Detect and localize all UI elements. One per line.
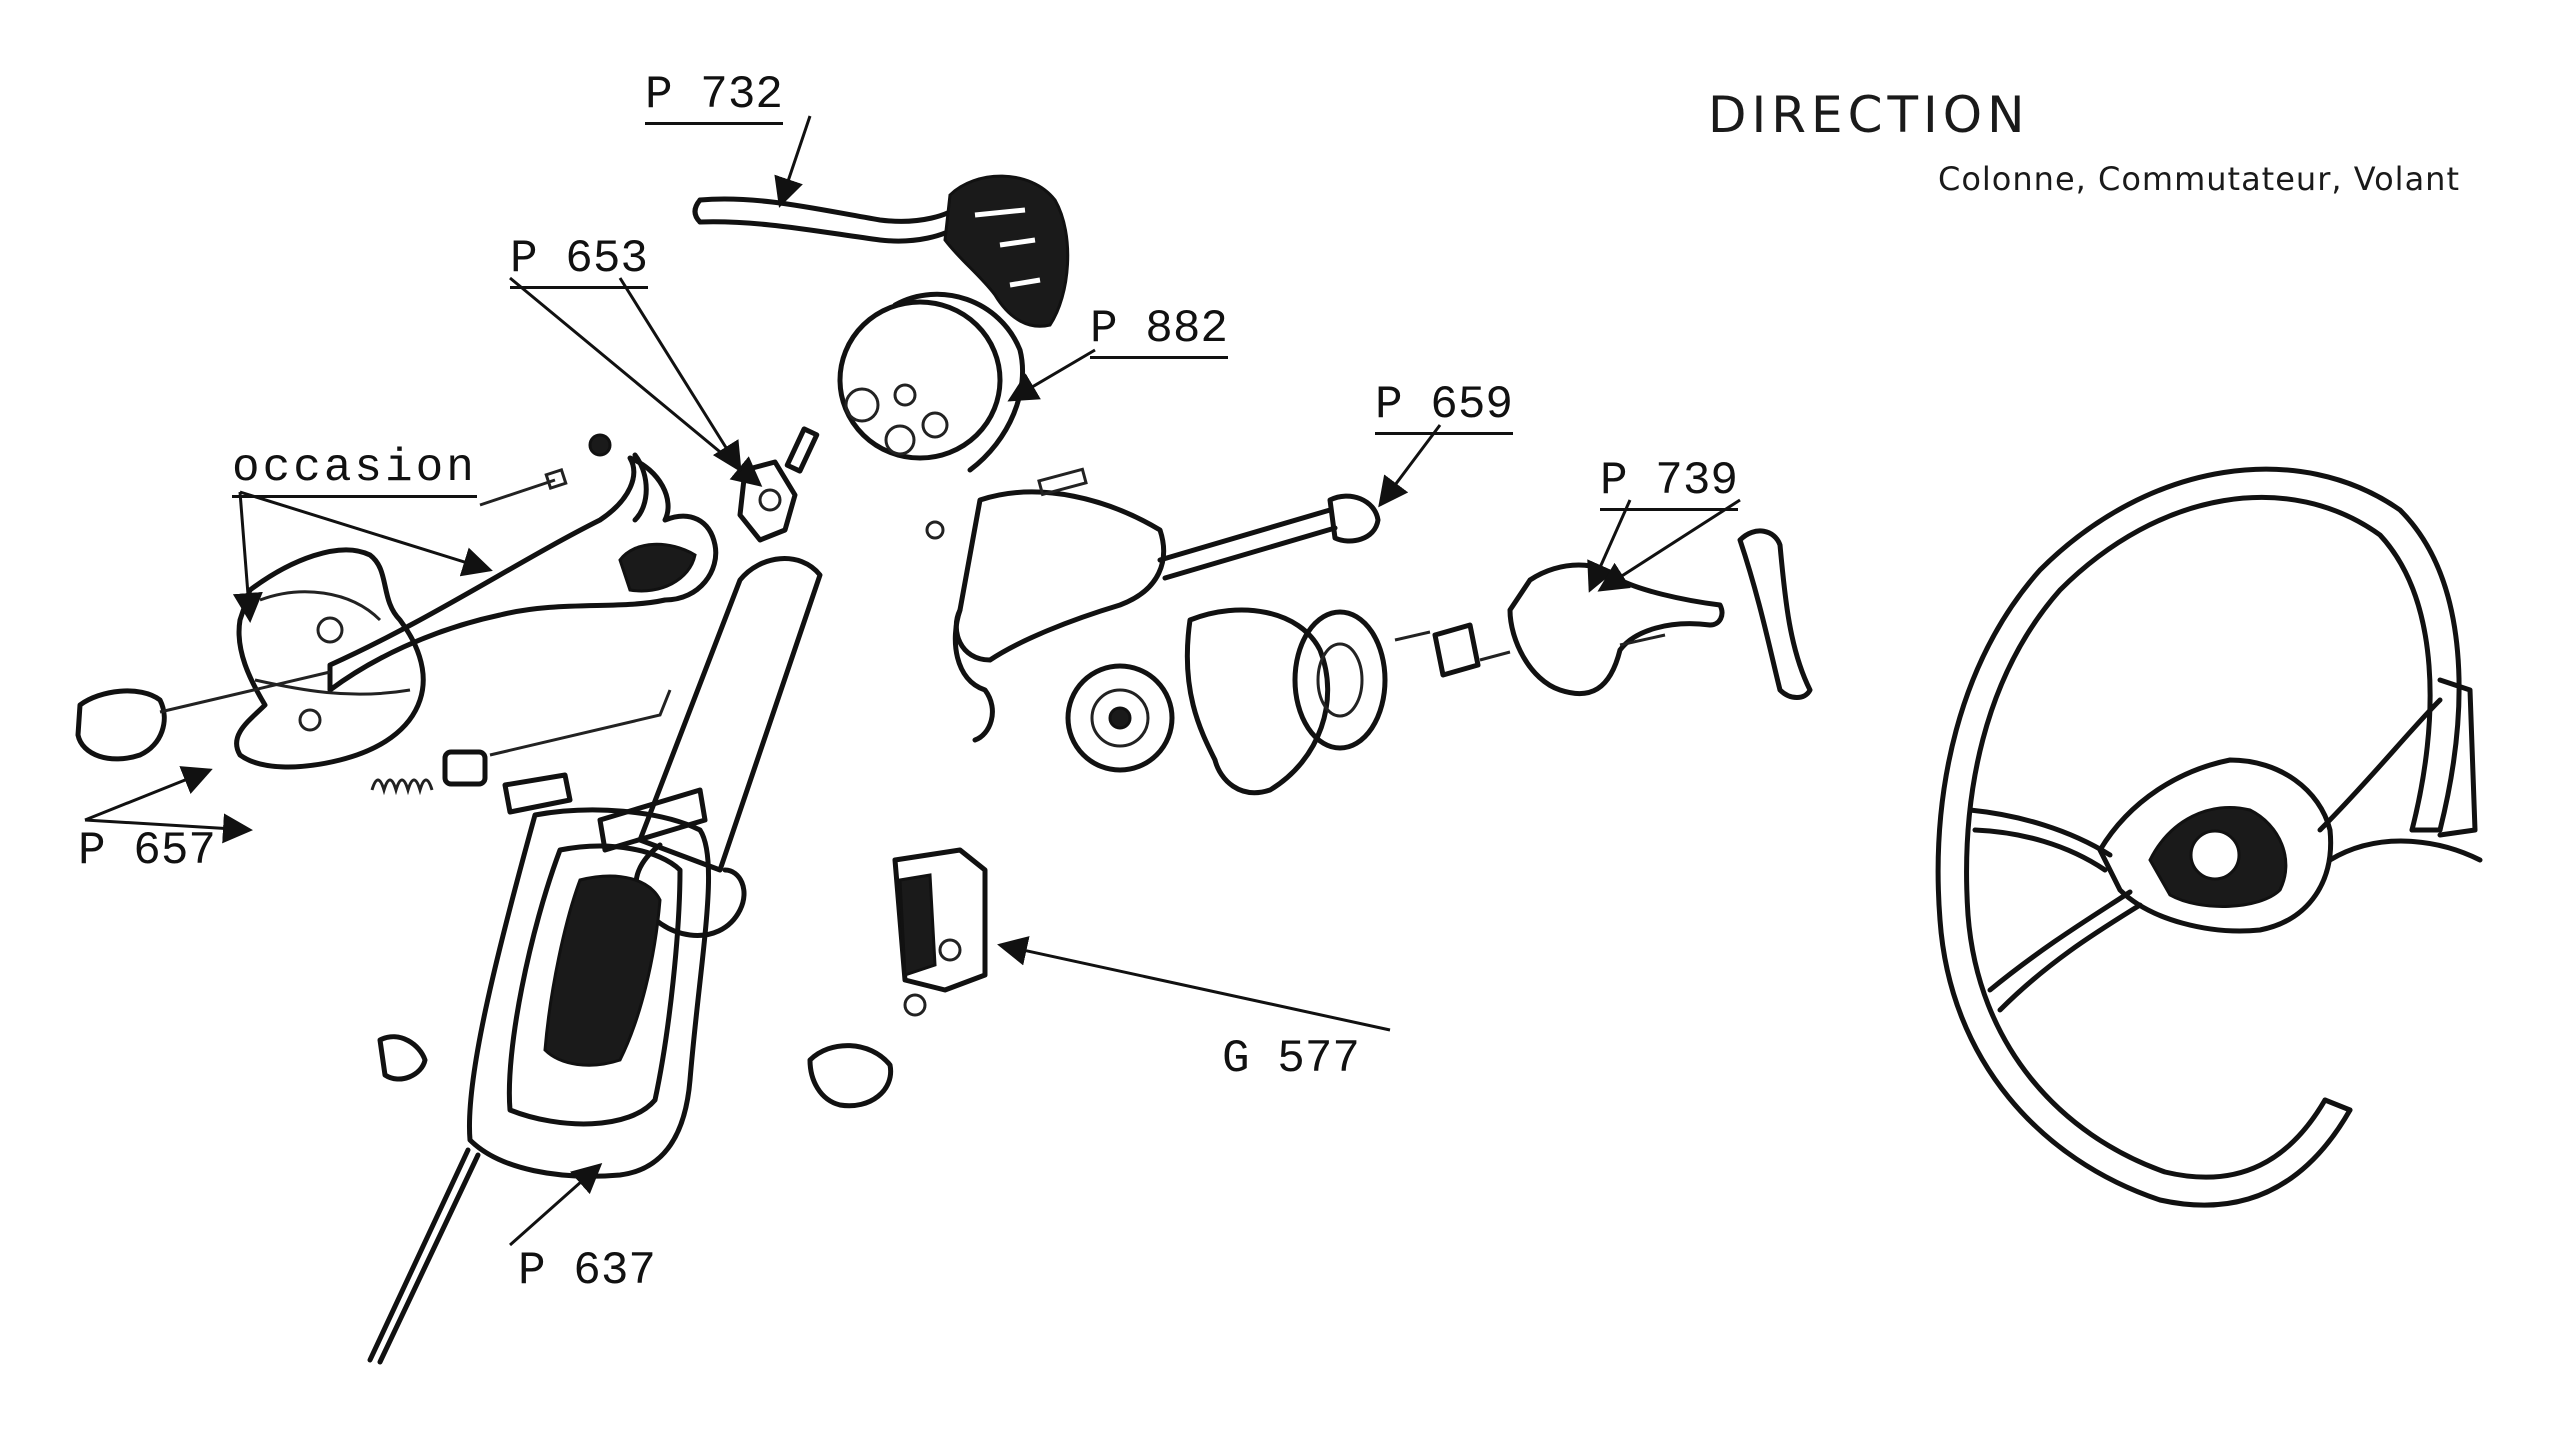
leader-p659 (1378, 424, 1442, 508)
diagram-subtitle: Colonne, Commutateur, Volant (1937, 160, 2460, 198)
leader-occasion-b (232, 491, 263, 623)
part-p732-cap (943, 174, 1070, 328)
leader-p739-b (1597, 498, 1741, 592)
label-p659: P 659 (1375, 382, 1514, 435)
part-steering-wheel (1935, 466, 2483, 1208)
label-p732: P 732 (645, 72, 784, 125)
part-g577-relay (807, 847, 988, 1109)
part-p637-boot (367, 807, 712, 1365)
part-p732-horn-lever (692, 196, 963, 244)
diagram-title: DIRECTION (1708, 86, 2030, 144)
part-p882-column-head (837, 291, 1026, 473)
part-spring (370, 689, 672, 1082)
leader-g577 (997, 936, 1391, 1032)
leader-p657-a (84, 766, 213, 822)
part-p657-bracket (75, 547, 426, 770)
label-g577: G 577 (1222, 1033, 1361, 1085)
part-p653-fittings (588, 426, 820, 543)
label-p882: P 882 (1090, 306, 1229, 359)
leader-lines (84, 115, 1741, 1247)
label-occasion: occasion (232, 445, 477, 498)
label-p739: P 739 (1600, 458, 1739, 511)
leader-p732 (774, 115, 812, 208)
part-p659-rod (1157, 493, 1381, 581)
label-p637: P 637 (518, 1245, 657, 1297)
part-switch-housing (925, 467, 1167, 743)
leader-p739-a (1587, 499, 1632, 593)
part-commutator-rings (1065, 607, 1511, 796)
part-steering-column (597, 556, 823, 938)
leader-p637 (509, 1163, 603, 1247)
leader-occasion-a (239, 490, 493, 577)
label-p653: P 653 (510, 236, 649, 289)
leader-p882 (1007, 348, 1096, 402)
label-p657: P 657 (78, 825, 217, 877)
leader-p653-b (618, 277, 742, 473)
part-occasion-lever (327, 452, 719, 693)
part-p739-horn-button (1507, 528, 1813, 700)
leader-p657-b (84, 813, 253, 844)
